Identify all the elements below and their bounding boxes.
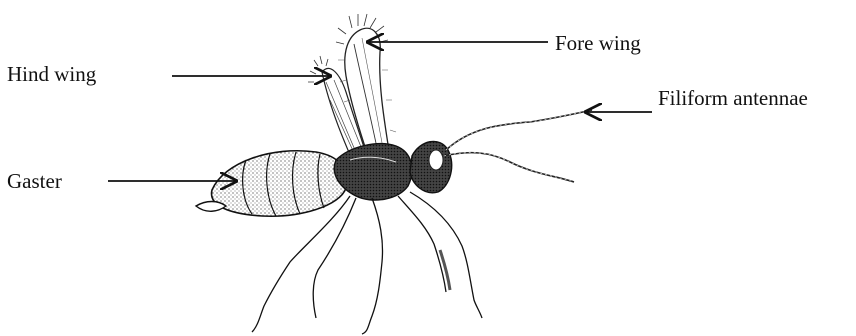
fore-wing-label: Fore wing xyxy=(555,33,641,54)
hind-wing-label: Hind wing xyxy=(7,64,96,85)
thorax-drawing xyxy=(334,144,412,200)
antennae-label: Filiform antennae xyxy=(658,88,808,109)
head-drawing xyxy=(410,141,452,192)
gaster-label: Gaster xyxy=(7,171,62,192)
gaster-drawing xyxy=(196,151,347,216)
antennae-drawing xyxy=(444,110,592,182)
